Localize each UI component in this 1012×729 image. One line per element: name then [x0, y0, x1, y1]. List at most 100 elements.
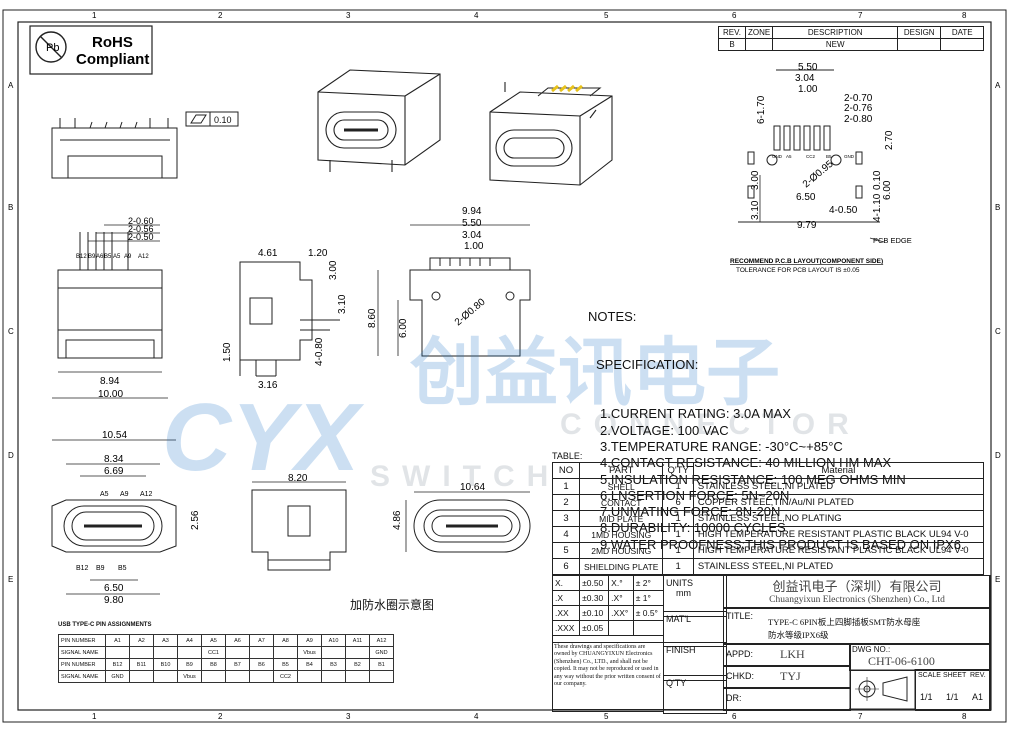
tol-cell: X.°	[608, 575, 634, 591]
side-view-left	[52, 224, 168, 399]
side-pin-label: A5	[113, 254, 121, 260]
pcb-n: 3.10	[750, 200, 761, 220]
notes-heading: NOTES:	[588, 308, 637, 324]
col-label: 8	[962, 11, 967, 20]
pcb-recommend: RECOMMEND P.C.B LAYOUT(COMPONENT SIDE)	[730, 258, 883, 265]
bom-h-qty: Q'TY	[662, 462, 694, 479]
bom-cell: HIGH TEMPERATURE RESISTANT PLASTIC BLACK…	[692, 526, 985, 543]
bom-cell: SHELL	[578, 478, 664, 495]
revision-table: REV. ZONE DESCRIPTION DESIGN DATE B NEW	[718, 26, 985, 51]
side-pin-label: A9	[124, 254, 132, 260]
rev-r-3	[897, 38, 942, 51]
scale-value: 1/1	[920, 692, 933, 702]
bom-caption: TABLE:	[552, 451, 583, 461]
legal-text: These drawings and specifications are ow…	[552, 642, 664, 712]
front-b: 5.50	[462, 218, 482, 229]
bottom-b: 8.34	[104, 454, 124, 465]
pin-cell: Vbus	[297, 646, 322, 659]
bom-cell: STAINLESS STEEL,NO PLATING	[692, 510, 985, 527]
side-pin-label: B5	[104, 254, 112, 260]
side-pin-label: A12	[138, 254, 149, 260]
pcb-pad-label: GND	[844, 154, 855, 159]
pcb-k: 0.10	[872, 170, 883, 190]
pin-cell	[273, 646, 298, 659]
pin-cell: B5	[273, 658, 298, 671]
tol-cell: ±0.30	[579, 590, 610, 606]
bottom-face-view	[51, 439, 177, 595]
watermark-en1: SWITCH	[370, 460, 560, 493]
seal-caption: 加防水圈示意图	[350, 598, 435, 612]
col-label: 7	[858, 11, 863, 20]
notes-block: NOTES: SPECIFICATION: 1.CURRENT RATING: …	[588, 276, 965, 552]
col-label: 3	[346, 712, 351, 721]
col-label: 5	[604, 11, 609, 20]
pin-cell: PIN NUMBER	[58, 634, 106, 647]
pin-cell: A9	[297, 634, 322, 647]
chkd-label: CHKD:	[726, 671, 755, 681]
pin-cell: Vbus	[177, 670, 202, 683]
bom-cell: 1	[662, 478, 694, 495]
rev-r-2: NEW	[772, 38, 899, 51]
pin-cell: CC1	[201, 646, 226, 659]
mid-bottom-view	[251, 481, 347, 571]
pcb-pad-label: GND	[772, 154, 783, 159]
rev-h-1: ZONE	[744, 26, 774, 39]
pcb-c: 1.00	[798, 84, 818, 95]
col-label: 4	[474, 11, 479, 20]
pin-cell: A4	[177, 634, 202, 647]
front-d: 1.00	[464, 241, 484, 252]
appd-label: APPD:	[726, 649, 754, 659]
tol-cell: ±0.10	[579, 605, 610, 621]
bom-cell: 1	[552, 478, 580, 495]
bottom-e: 6.50	[104, 583, 124, 594]
pcb-q: 9.79	[797, 220, 817, 231]
bottom-d: 2.56	[190, 510, 201, 530]
iso-view-rear	[489, 82, 613, 186]
pin-cell: A6	[225, 634, 250, 647]
tol-cell: ±0.50	[579, 575, 610, 591]
tol-cell: ± 2°	[632, 575, 665, 591]
sheet-value: 1/1	[946, 692, 959, 702]
side-pin-label: B9	[88, 254, 96, 260]
pin-cell: B11	[129, 658, 154, 671]
bottom-top-pin: A5	[100, 491, 109, 498]
seal-b: 4.86	[392, 510, 403, 530]
row-label: B	[995, 203, 1000, 212]
bom-cell: 4	[552, 526, 580, 543]
rev-h-3: DESIGN	[897, 26, 942, 39]
pcb-pad-label: CC2	[806, 154, 815, 159]
projection-symbol	[849, 669, 915, 709]
bom-cell: 1MD HOUSING	[578, 526, 664, 543]
rev-h-2: DESCRIPTION	[772, 26, 899, 39]
bom-cell: HIGH TEMPERATURE RESISTANT PLASTIC BLACK…	[692, 542, 985, 559]
col-label: 2	[218, 11, 223, 20]
company-en: Chuangyixun Electronics (Shenzhen) Co., …	[769, 595, 945, 605]
finish-label: FINISH	[663, 642, 727, 681]
pcb-d: 6-1.70	[756, 95, 767, 124]
rev-label: REV.	[970, 672, 986, 679]
row-label: E	[8, 575, 13, 584]
pin-cell: A2	[129, 634, 154, 647]
tol-cell	[632, 620, 665, 636]
pcb-i: 2-Ø0.95	[801, 158, 836, 190]
pcb-p: 4-1.10	[872, 193, 883, 222]
watermark-en2: CONNECTOR	[560, 408, 861, 441]
scale-cell: SCALE SHEET REV. 1/1 1/1 A1	[915, 669, 991, 711]
notes-sub: SPECIFICATION:	[596, 357, 699, 373]
tol-cell: ±0.05	[579, 620, 610, 636]
profile-a: 4.61	[258, 248, 278, 259]
pin-cell	[321, 670, 346, 683]
dr-cell: DR:	[723, 687, 851, 711]
bottom-bot-pin: B9	[96, 565, 105, 572]
pcb-pad-label: B5	[826, 154, 832, 159]
scale-label: SCALE	[918, 672, 941, 679]
pin-cell: B8	[201, 658, 226, 671]
profile-c: 3.00	[328, 260, 339, 280]
side-dim-3: 2-0.50	[128, 232, 154, 242]
note-item: 1.CURRENT RATING: 3.0A MAX	[600, 406, 791, 422]
